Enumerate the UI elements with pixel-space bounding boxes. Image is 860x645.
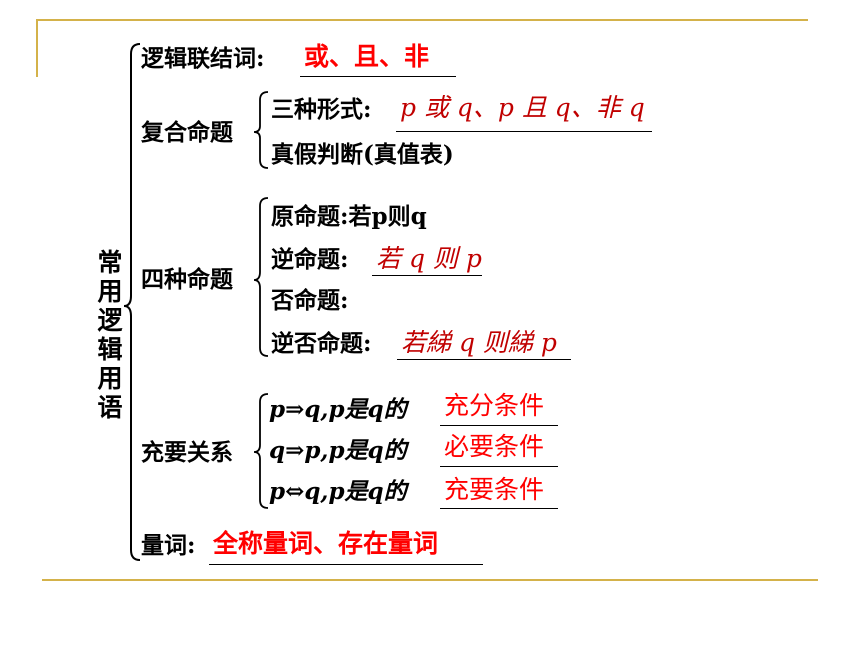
necessary-text: q⇒p,p是q的 bbox=[269, 437, 407, 464]
forms-underline bbox=[396, 131, 652, 132]
top-border-line bbox=[36, 19, 808, 21]
iff-text: p⇔q,p是q的 bbox=[269, 478, 407, 505]
sufficient-underline bbox=[440, 425, 558, 426]
compound-label: 复合命题 bbox=[141, 119, 233, 146]
iff-underline bbox=[440, 508, 558, 509]
connectives-answer: 或、且、非 bbox=[304, 42, 430, 71]
contrapositive-answer: 若綈 q 则綈 p bbox=[401, 328, 557, 357]
contrapositive-label: 逆否命题: bbox=[271, 330, 372, 357]
necessary-answer: 必要条件 bbox=[444, 432, 545, 461]
truth-table-label: 真假判断(真值表) bbox=[271, 141, 454, 168]
converse-answer: 若 q 则 p bbox=[376, 244, 482, 273]
quantifier-label: 量词: bbox=[141, 532, 196, 559]
connectives-label: 逻辑联结词: bbox=[141, 45, 265, 72]
original-proposition: 原命题:若p则q bbox=[271, 203, 427, 230]
negation-label: 否命题: bbox=[271, 287, 349, 314]
conditions-label: 充要关系 bbox=[141, 439, 233, 466]
quantifier-answer: 全称量词、存在量词 bbox=[213, 529, 439, 558]
necessary-underline bbox=[440, 466, 558, 467]
sufficient-answer: 充分条件 bbox=[444, 391, 545, 420]
four-propositions-label: 四种命题 bbox=[141, 266, 233, 293]
converse-label: 逆命题: bbox=[271, 246, 349, 273]
quantifier-underline bbox=[209, 564, 483, 565]
iff-answer: 充要条件 bbox=[444, 475, 545, 504]
forms-answer: p 或 q、p 且 q、非 q bbox=[400, 93, 645, 122]
forms-label: 三种形式: bbox=[271, 96, 372, 123]
sufficient-text: p⇒q,p是q的 bbox=[269, 396, 407, 423]
bottom-border-line bbox=[42, 579, 818, 581]
connectives-underline bbox=[300, 76, 456, 77]
root-label: 常用逻辑用语 bbox=[97, 248, 123, 422]
converse-underline bbox=[372, 275, 482, 276]
left-border-line bbox=[36, 19, 38, 77]
contrapositive-underline bbox=[397, 359, 571, 360]
